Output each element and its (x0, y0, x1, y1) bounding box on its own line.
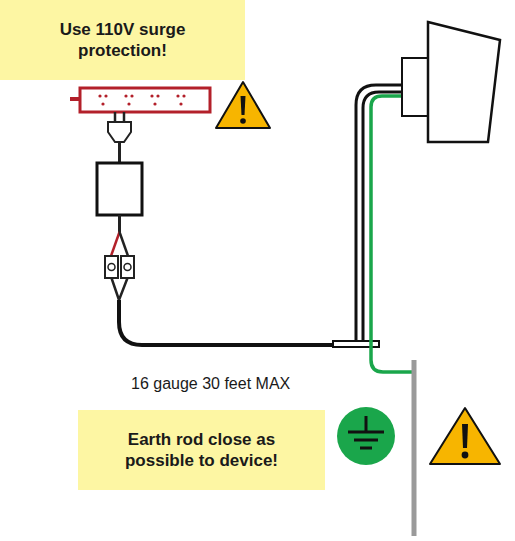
note-box: Earth rod close as possible to device! (78, 410, 325, 490)
ground-symbol (337, 407, 395, 465)
plug (108, 122, 131, 142)
terminal (105, 256, 118, 278)
cable (119, 300, 345, 345)
earth-rod (412, 360, 417, 536)
note-box: Use 110V surge protection! (0, 0, 245, 80)
note-text: Use 110V surge protection! (28, 19, 218, 61)
power-strip (80, 88, 210, 112)
warning-icon (216, 82, 270, 128)
note-text: Earth rod close as possible to device! (107, 429, 297, 471)
power-adapter (97, 163, 142, 215)
device (428, 22, 500, 142)
strip-sockets (98, 94, 185, 105)
cable-label: 16 gauge 30 feet MAX (129, 375, 292, 393)
warning-icon (430, 408, 500, 464)
earth-wire (371, 96, 420, 372)
pole (356, 85, 405, 345)
bracket (402, 58, 428, 116)
terminal (121, 256, 134, 278)
